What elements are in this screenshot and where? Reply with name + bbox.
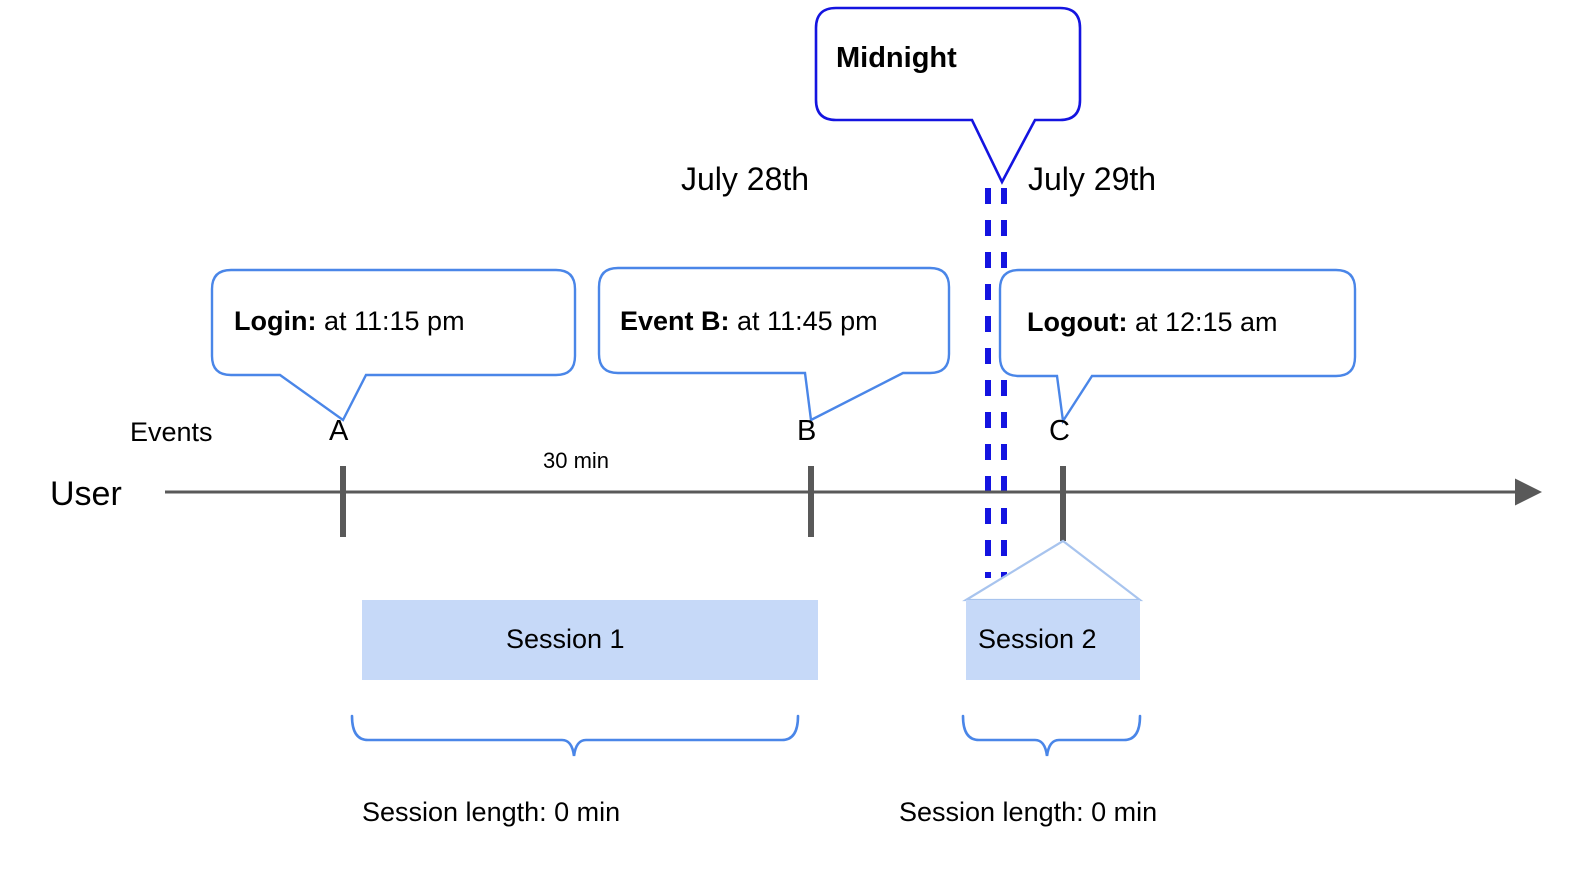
event-b-callout-bold: Event B: xyxy=(620,306,730,336)
logout-callout-rest: at 12:15 am xyxy=(1127,307,1278,337)
date-label-july-29: July 29th xyxy=(1028,161,1157,197)
session-2-length-label: Session length: 0 min xyxy=(899,797,1158,827)
logout-callout-bubble xyxy=(998,268,1357,425)
login-callout-bubble xyxy=(210,268,577,422)
event-b-callout-bubble xyxy=(597,266,951,422)
session-2-roof xyxy=(962,539,1144,602)
session-1-brace xyxy=(350,714,800,757)
event-b-callout-rest: at 11:45 pm xyxy=(729,306,878,336)
midnight-callout-bubble xyxy=(814,6,1082,185)
session-2-brace xyxy=(961,714,1142,757)
date-label-july-28: July 28th xyxy=(681,161,810,197)
event-b-callout-label: Event B: at 11:45 pm xyxy=(620,308,878,335)
logout-callout-label: Logout: at 12:15 am xyxy=(1027,309,1278,336)
login-callout-label: Login: at 11:15 pm xyxy=(234,308,465,335)
event-marker-label-c: C xyxy=(1049,415,1070,447)
session-1-label: Session 1 xyxy=(506,624,625,654)
session-1-length-label: Session length: 0 min xyxy=(362,797,621,827)
user-row-label: User xyxy=(50,475,122,513)
login-callout-bold: Login: xyxy=(234,306,317,336)
login-callout-rest: at 11:15 pm xyxy=(316,306,465,336)
duration-label-30-min: 30 min xyxy=(543,448,610,473)
session-2-label: Session 2 xyxy=(978,624,1097,654)
events-row-label: Events xyxy=(130,417,213,447)
event-marker-label-b: B xyxy=(797,415,817,447)
event-marker-label-a: A xyxy=(329,415,349,447)
midnight-callout-label: Midnight xyxy=(836,42,957,74)
logout-callout-bold: Logout: xyxy=(1027,307,1128,337)
